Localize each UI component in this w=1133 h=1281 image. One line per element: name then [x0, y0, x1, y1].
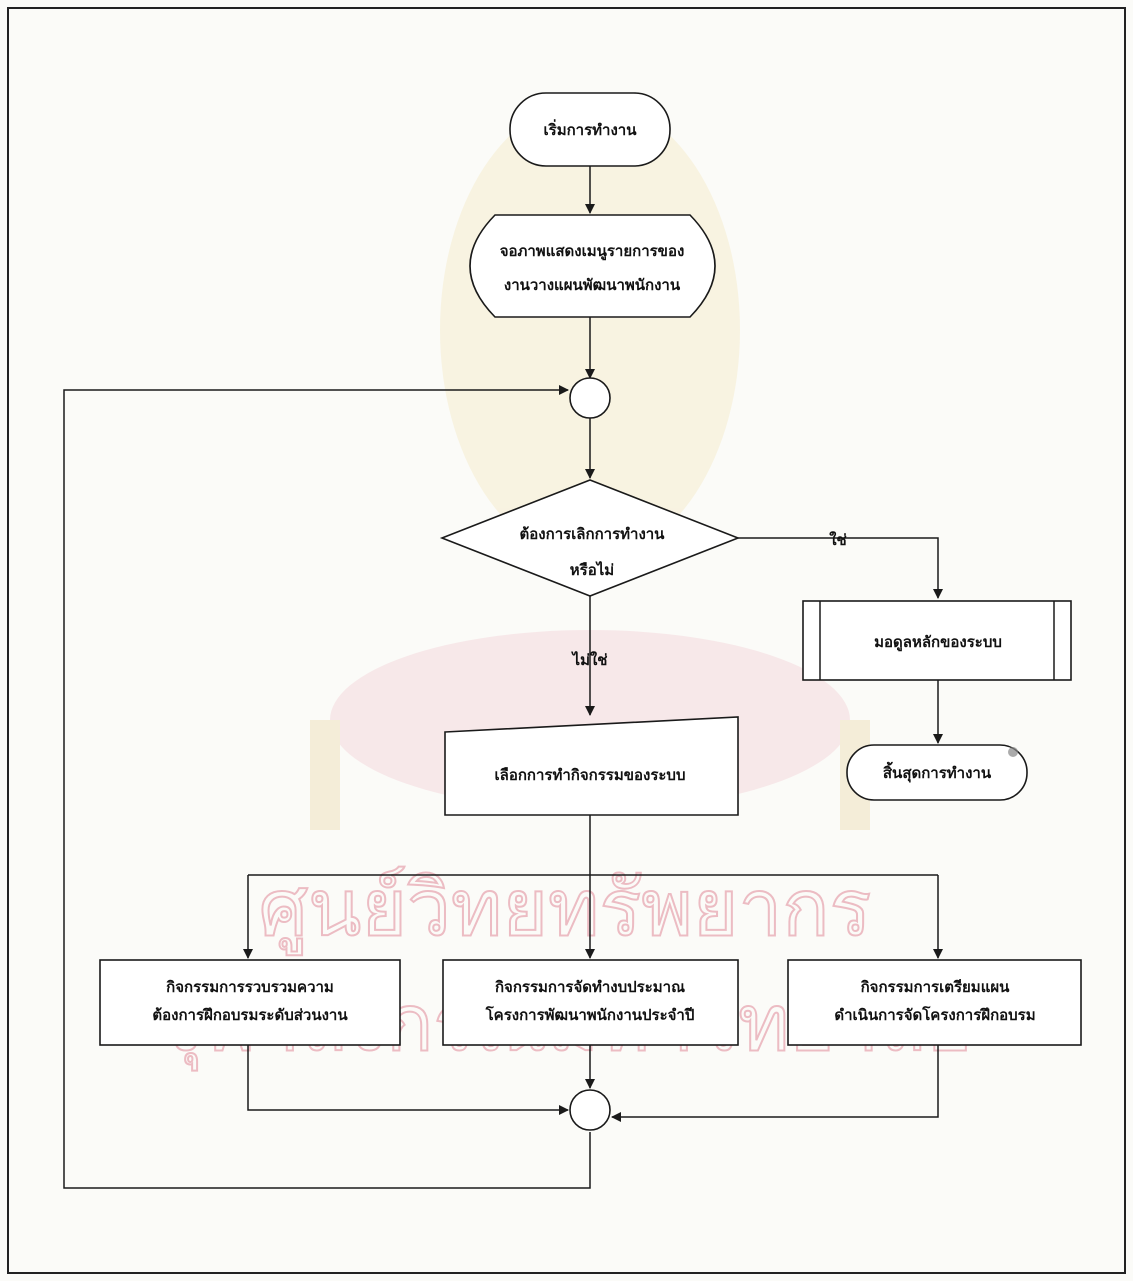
no-label: ไม่ใช่ — [571, 650, 608, 669]
arrow-decision-yes — [738, 537, 943, 599]
end-label: สิ้นสุดการทำงาน — [883, 761, 992, 783]
start-label: เริ่มการทำงาน — [544, 119, 638, 139]
activity-1-box — [99, 959, 401, 1046]
display-shape — [469, 214, 716, 318]
activity-1-label-line-1: กิจกรรมการรวบรวมความ — [166, 978, 334, 996]
main-module-process — [802, 600, 1072, 681]
select-activity-input — [444, 716, 739, 816]
activity-2-box — [442, 959, 739, 1046]
scan-dot — [1008, 747, 1018, 757]
merge-connector-bottom — [569, 1089, 611, 1131]
main-module-label: มอดูลหลักของระบบ — [874, 633, 1002, 652]
activity-3-label-line-1: กิจกรรมการเตรียมแผน — [861, 978, 1011, 996]
arrow-activity-3-to-merge — [611, 1045, 939, 1122]
arrow-loop-back — [63, 385, 591, 1189]
select-activity-label: เลือกการทำกิจกรรมของระบบ — [495, 766, 686, 784]
display-label-line-2: งานวางแผนพัฒนาพนักงาน — [504, 276, 681, 294]
watermark-line-1: ศูนย์วิทยทรัพยากร — [259, 864, 872, 955]
end-terminator — [846, 744, 1028, 801]
connectors — [63, 166, 943, 1189]
activity-2-label-line-2: โครงการพัฒนาพนักงานประจำปี — [485, 1005, 695, 1024]
decision-label-line-2: หรือไม่ — [570, 560, 614, 579]
activity-1-label-line-2: ต้องการฝึกอบรมระดับส่วนงาน — [152, 1006, 348, 1024]
display-label-line-1: จอภาพแสดงเมนูรายการของ — [500, 242, 685, 261]
activity-3-label-line-2: ดำเนินการจัดโครงการฝึกอบรม — [834, 1005, 1035, 1024]
arrow-activity-1-to-merge — [247, 1045, 569, 1115]
page-border — [7, 7, 1126, 1274]
yes-label: ใช่ — [829, 531, 847, 549]
decision-diamond — [439, 479, 741, 597]
decision-label-line-1: ต้องการเลิกการทำงาน — [520, 525, 666, 543]
merge-connector-top — [569, 377, 611, 419]
activity-2-label-line-1: กิจกรรมการจัดทำงบประมาณ — [495, 978, 685, 996]
start-terminator — [509, 92, 671, 167]
activity-3-box — [787, 959, 1082, 1046]
